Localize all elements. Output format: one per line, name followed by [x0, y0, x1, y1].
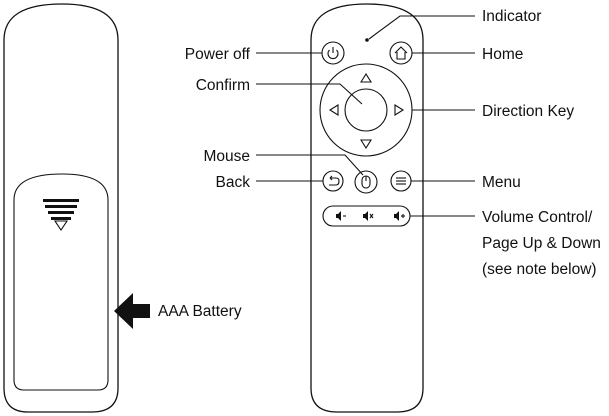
- remote-front-view: [310, 3, 424, 413]
- remote-back-body: [3, 3, 119, 413]
- direction-key-label: Direction Key: [482, 103, 574, 120]
- menu-label: Menu: [482, 174, 521, 191]
- arrow-left-icon[interactable]: [328, 104, 339, 116]
- home-button[interactable]: [389, 41, 413, 65]
- volume-down-icon[interactable]: [336, 211, 346, 221]
- arrow-right-icon[interactable]: [394, 104, 405, 116]
- power-off-label: Power off: [185, 46, 251, 63]
- menu-button[interactable]: [390, 170, 412, 192]
- labels: Indicator Power off Home Confirm Directi…: [185, 8, 601, 278]
- cover-release-icon: [43, 199, 79, 231]
- remote-front-body: [310, 3, 424, 413]
- arrow-down-icon[interactable]: [360, 139, 372, 150]
- back-arrow-icon: [329, 175, 340, 186]
- volume-up-icon[interactable]: [394, 211, 405, 221]
- confirm-leader: [256, 83, 363, 105]
- arrow-up-icon[interactable]: [360, 72, 372, 83]
- indicator-leader: [368, 15, 475, 40]
- confirm-label: Confirm: [196, 77, 250, 94]
- remote-back-view: AAA Battery: [3, 3, 242, 413]
- indicator-label: Indicator: [482, 8, 541, 25]
- mouse-leader: [256, 154, 364, 176]
- menu-icon: [396, 177, 406, 185]
- leader-lines: [256, 15, 475, 217]
- power-icon: [327, 47, 339, 60]
- power-button[interactable]: [321, 41, 345, 65]
- mouse-icon: [361, 175, 371, 189]
- volume-label-line1: Volume Control/: [482, 209, 593, 226]
- arrow-right-icon: [114, 293, 150, 329]
- mouse-label: Mouse: [203, 148, 250, 165]
- volume-label-line3: (see note below): [482, 261, 597, 278]
- volume-rocker[interactable]: [322, 205, 411, 227]
- mute-icon[interactable]: [363, 211, 374, 221]
- volume-label-line2: Page Up & Down: [482, 235, 601, 252]
- confirm-button[interactable]: [344, 88, 388, 132]
- home-icon: [394, 46, 408, 60]
- direction-pad[interactable]: [319, 63, 413, 157]
- home-label: Home: [482, 46, 523, 63]
- direction-ring[interactable]: [319, 63, 413, 157]
- battery-cover: [13, 173, 109, 391]
- back-button[interactable]: [322, 170, 344, 192]
- indicator-light: [365, 38, 369, 42]
- battery-label: AAA Battery: [158, 303, 242, 320]
- back-label: Back: [216, 174, 251, 191]
- mouse-button[interactable]: [354, 170, 378, 194]
